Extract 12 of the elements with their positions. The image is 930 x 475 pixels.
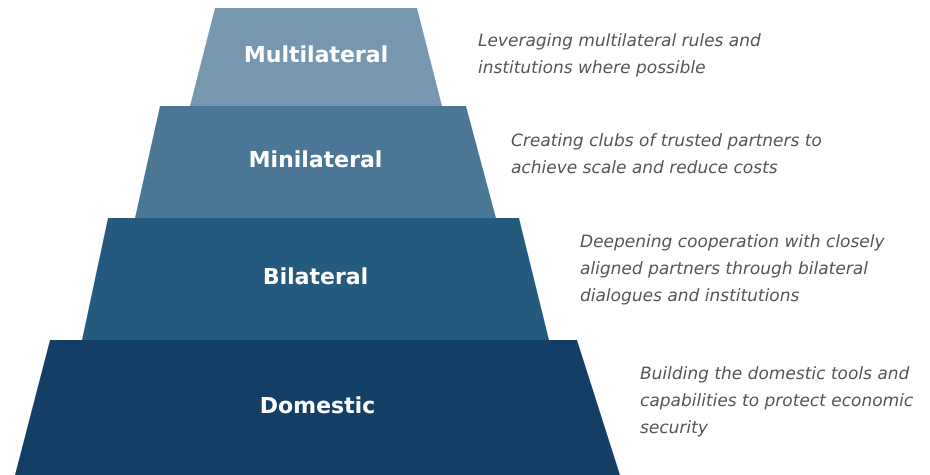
tier-description: Leveraging multilateral rules and institutions where possible xyxy=(478,30,762,80)
tier-label: Bilateral xyxy=(262,265,368,290)
pyramid-tier xyxy=(15,340,620,475)
tier-label: Multilateral xyxy=(244,43,388,68)
tier-description: Creating clubs of trusted partners to achieve scale and reduce costs xyxy=(511,130,823,180)
tier-description: Deepening cooperation with closely aligned partners through bilateral dialogues and institutions xyxy=(580,231,886,308)
tier-label: Minilateral xyxy=(248,148,382,173)
tier-description: Building the domestic tools and capabilities to protect economic security xyxy=(640,363,914,440)
pyramid-tier xyxy=(135,106,496,218)
pyramid-tier xyxy=(82,218,549,340)
tier-label: Domestic xyxy=(260,394,376,418)
pyramid-tier xyxy=(190,8,442,106)
